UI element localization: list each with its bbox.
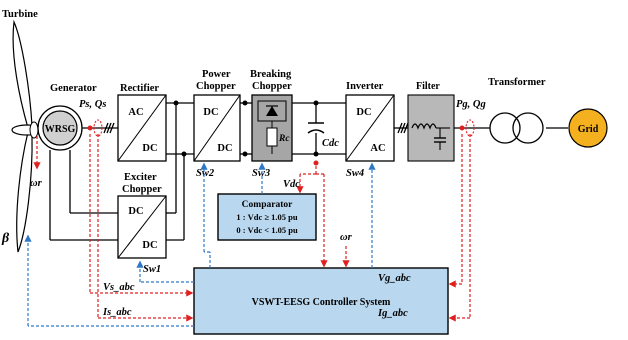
generator-label: Generator [50, 83, 97, 94]
breaking-chopper-label-2: Chopper [252, 81, 292, 92]
inverter-block: DC AC [345, 94, 395, 162]
is-abc-label: Is_abc [102, 307, 132, 318]
control-signals [24, 162, 376, 327]
comparator-line-1: 1 : Vdc ≥ 1.05 pu [236, 212, 297, 222]
rectifier-dc-label: DC [142, 143, 157, 154]
rectifier-label: Rectifier [120, 83, 159, 94]
cdc-label: Cdc [322, 138, 339, 149]
ps-qs-label: Ps, Qs [79, 99, 106, 110]
rectifier-block: AC DC [117, 94, 167, 162]
omega-r-controller-label: ωr [340, 232, 353, 243]
controller-block: VSWT-EESG Controller System [193, 267, 449, 335]
power-chopper-label-2: Chopper [196, 81, 236, 92]
omega-r-turbine-label: ωr [30, 178, 43, 189]
ig-abc-label: Ig_abc [377, 308, 408, 319]
sw4-label: Sw4 [346, 168, 364, 179]
breaking-chopper-label-1: Breaking [250, 69, 292, 80]
vg-abc-label: Vg_abc [378, 273, 411, 284]
wrsg-label: WRSG [45, 124, 76, 135]
sw2-label: Sw2 [196, 168, 215, 179]
sw3-label: Sw3 [252, 168, 270, 179]
power-chopper-dc-out-label: DC [217, 143, 232, 154]
comparator-title: Comparator [242, 200, 293, 210]
inverter-label: Inverter [346, 81, 384, 92]
power-chopper-label-1: Power [202, 69, 231, 80]
comparator-line-2: 0 : Vdc < 1.05 pu [236, 225, 298, 235]
exciter-dc-in-label: DC [128, 206, 143, 217]
exciter-label-1: Exciter [124, 172, 157, 183]
turbine-label: Turbine [2, 9, 38, 20]
power-lines [49, 102, 568, 241]
controller-label: VSWT-EESG Controller System [252, 297, 391, 308]
pg-qg-label: Pg, Qg [456, 99, 486, 110]
transformer-symbol [489, 112, 544, 144]
beta-label: β [1, 231, 10, 246]
vdc-label: Vdc [283, 179, 300, 190]
comparator-block: Comparator 1 : Vdc ≥ 1.05 pu 0 : Vdc < 1… [217, 193, 317, 241]
measurement-points [87, 125, 465, 166]
turbine: Turbine [2, 9, 43, 253]
exciter-chopper-block: DC DC [117, 195, 167, 259]
generator-wrsg: WRSG [37, 105, 83, 151]
filter-block [407, 94, 455, 162]
grid-node: Grid [568, 108, 608, 148]
sw1-label: Sw1 [143, 264, 161, 275]
exciter-label-2: Chopper [122, 184, 162, 195]
dc-capacitor: Cdc [307, 122, 339, 149]
filter-label: Filter [416, 81, 440, 92]
exciter-dc-out-label: DC [142, 240, 157, 251]
grid-label: Grid [578, 124, 599, 135]
vs-abc-label: Vs_abc [103, 282, 135, 293]
rectifier-ac-label: AC [128, 107, 143, 118]
power-chopper-block: DC DC [193, 94, 241, 162]
power-chopper-dc-in-label: DC [203, 107, 218, 118]
breaking-chopper-block: Rc [251, 94, 293, 162]
transformer-label: Transformer [488, 77, 546, 88]
inverter-dc-label: DC [356, 107, 371, 118]
inverter-ac-label: AC [370, 143, 385, 154]
measurement-signals [33, 134, 471, 322]
rc-label: Rc [278, 134, 290, 144]
